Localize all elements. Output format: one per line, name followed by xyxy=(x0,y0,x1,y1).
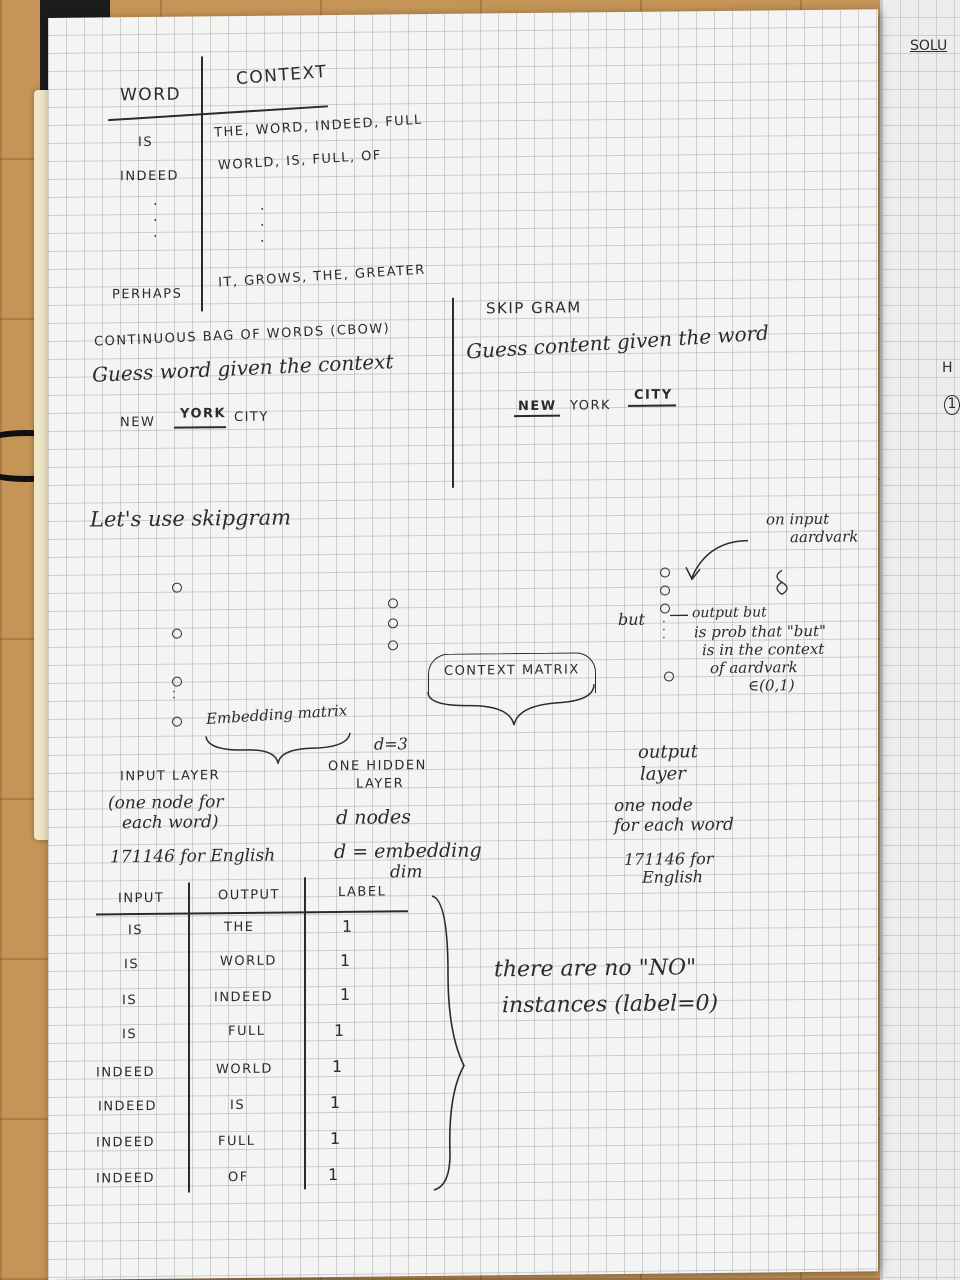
on-input-note: on input xyxy=(766,509,830,529)
table-cell-output: INDEED xyxy=(214,989,274,1006)
input-layer-note: (one node for xyxy=(108,792,224,814)
table-cell-input: IS xyxy=(122,993,138,1009)
table-cell-input: INDEED xyxy=(96,1170,156,1187)
table2-header-label: LABEL xyxy=(338,884,387,900)
table2-divider xyxy=(188,882,190,1193)
table-cell-label: 1 xyxy=(342,916,353,936)
output-layer-label: output xyxy=(638,741,699,763)
table-cell-input: INDEED xyxy=(96,1064,156,1081)
output-layer-note: for each word xyxy=(614,814,734,837)
input-layer-count: 171146 for English xyxy=(110,845,276,868)
input-layer-label: INPUT LAYER xyxy=(120,768,221,785)
table2-header-output: OUTPUT xyxy=(218,887,280,904)
no-negatives-note: there are no "NO" xyxy=(494,955,697,983)
hidden-layer-label: LAYER xyxy=(356,776,405,792)
table-cell-input: INDEED xyxy=(96,1134,156,1151)
probability-range: ∈(0,1) xyxy=(748,676,795,695)
output-layer-label: layer xyxy=(640,763,686,785)
table-cell-label: 1 xyxy=(340,950,351,970)
table-cell-output: WORLD xyxy=(220,953,277,970)
hidden-layer-label: ONE HIDDEN xyxy=(328,758,427,775)
on-input-note: aardvark xyxy=(790,527,859,547)
table-cell-output: FULL xyxy=(228,1023,266,1040)
table-cell-output: THE xyxy=(224,919,255,936)
embedding-dim-label: dim xyxy=(390,862,423,883)
probability-note: is in the context xyxy=(702,639,825,660)
but-label: but xyxy=(618,609,645,630)
table-cell-label: 1 xyxy=(330,1092,341,1113)
context-matrix-arc xyxy=(428,652,596,696)
table-cell-input: IS xyxy=(124,957,140,973)
probability-note: of aardvark xyxy=(710,658,798,678)
right-page-heading: SOLU xyxy=(910,38,948,54)
notebook-page: WORD CONTEXT IS THE, WORD, INDEED, FULL … xyxy=(48,9,878,1280)
table-cell-input: INDEED xyxy=(98,1098,158,1115)
brace-and-arrow-strokes xyxy=(205,539,788,1191)
output-layer-count: English xyxy=(642,867,703,887)
table-cell-output: IS xyxy=(230,1097,246,1114)
input-layer-note: each word) xyxy=(122,812,219,834)
table2-divider xyxy=(304,877,306,1190)
right-page: SOLU H 1 xyxy=(880,0,960,1280)
table-cell-label: 1 xyxy=(330,1128,341,1149)
network-diagram: ·· ··· Embedding matrix CONTEXT MATRIX d… xyxy=(48,9,878,1191)
table-cell-output: FULL xyxy=(218,1133,256,1150)
table-cell-label: 1 xyxy=(328,1164,339,1185)
table-cell-label: 1 xyxy=(332,1056,343,1077)
table-cell-input: IS xyxy=(128,923,144,939)
output-but-label: output but xyxy=(692,604,767,622)
d-equals-label: d=3 xyxy=(374,734,408,754)
embedding-dim-label: d = embedding xyxy=(334,839,482,864)
table-cell-label: 1 xyxy=(334,1020,345,1041)
right-page-circle: 1 xyxy=(944,395,960,415)
table2-header-input: INPUT xyxy=(118,890,165,907)
no-negatives-note: instances (label=0) xyxy=(502,990,719,1019)
table-cell-input: IS xyxy=(122,1027,138,1043)
hidden-nodes-label: d nodes xyxy=(336,806,412,829)
right-page-mark: H xyxy=(942,360,953,376)
table-cell-label: 1 xyxy=(340,984,351,1004)
probability-note: is prob that "but" xyxy=(694,621,826,642)
output-layer-note: one node xyxy=(614,795,693,817)
table-cell-output: OF xyxy=(228,1169,249,1186)
table-cell-output: WORLD xyxy=(216,1061,273,1078)
output-layer-count: 171146 for xyxy=(624,849,714,869)
